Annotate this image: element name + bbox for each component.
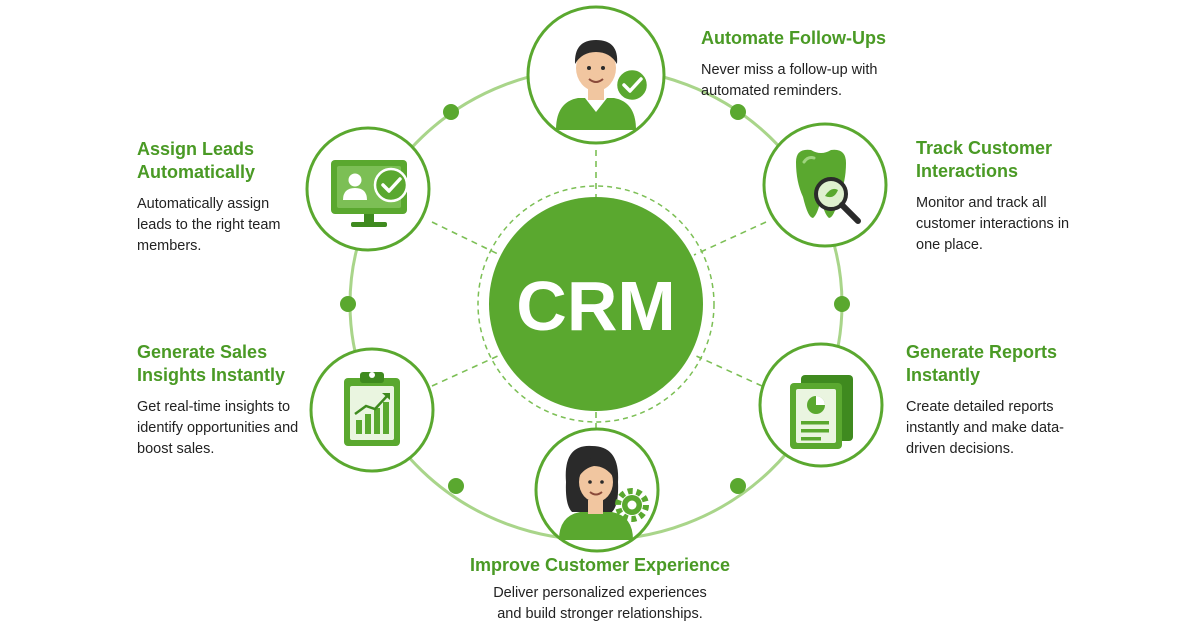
monitor-user-check-icon <box>331 160 409 227</box>
feature-title: Track Customer Interactions <box>916 138 1053 181</box>
node-automate <box>526 5 666 145</box>
hub-dashed-ring <box>477 185 715 423</box>
feature-insights: Generate Sales Insights Instantly Get re… <box>137 341 387 460</box>
feature-title: Automate Follow-Ups <box>701 28 886 48</box>
node-reports <box>758 342 884 468</box>
feature-description: Never miss a follow-up with automated re… <box>701 62 878 99</box>
node-track <box>762 122 888 248</box>
feature-automate: Automate Follow-Ups Never miss a follow-… <box>701 27 951 102</box>
tooth-magnifier-icon <box>796 149 861 224</box>
feature-description: Deliver personalized experiences and bui… <box>493 585 707 622</box>
hub-label: CRM <box>516 267 675 345</box>
feature-title: Generate Sales Insights Instantly <box>137 342 286 385</box>
feature-title: Assign Leads Automatically <box>137 139 256 182</box>
feature-reports: Generate Reports Instantly Create detail… <box>906 341 1156 460</box>
node-insights <box>309 347 435 473</box>
ring-dot <box>448 478 464 494</box>
feature-title: Improve Customer Experience <box>469 555 731 575</box>
woman-with-gear-icon <box>559 445 649 540</box>
feature-track: Track Customer Interactions Monitor and … <box>916 137 1166 256</box>
feature-description: Create detailed reports instantly and ma… <box>906 399 1064 457</box>
report-document-icon <box>790 375 853 449</box>
connector-line <box>431 354 501 387</box>
connector-line <box>693 221 767 256</box>
clipboard-chart-icon <box>344 372 400 446</box>
feature-description: Automatically assign leads to the right … <box>137 196 281 254</box>
feature-title: Generate Reports Instantly <box>906 342 1058 385</box>
ring-dot <box>730 478 746 494</box>
crm-hub <box>489 197 703 411</box>
ring-dot <box>834 296 850 312</box>
node-experience <box>534 427 660 553</box>
ring-dot <box>340 296 356 312</box>
feature-experience: Improve Customer Experience Deliver pers… <box>440 554 760 623</box>
man-with-checkmark-icon <box>556 40 650 130</box>
ring-dot <box>730 104 746 120</box>
feature-description: Monitor and track all customer interacti… <box>916 195 1070 253</box>
ring-dot <box>443 104 459 120</box>
feature-assign: Assign Leads Automatically Automatically… <box>137 138 387 257</box>
connector-line <box>693 354 763 387</box>
node-assign <box>305 126 431 252</box>
feature-description: Get real-time insights to identify oppor… <box>137 399 299 457</box>
connector-line <box>431 221 501 256</box>
